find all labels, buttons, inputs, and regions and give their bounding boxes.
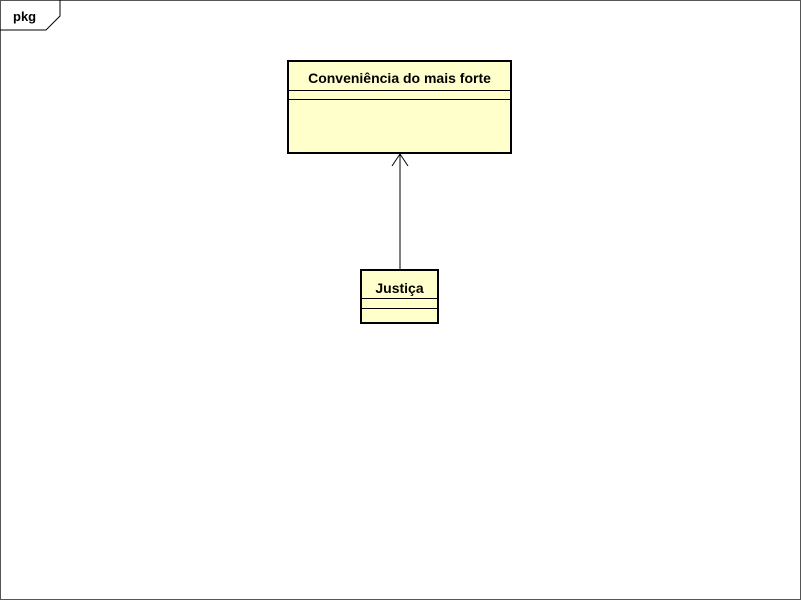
class-name: Justiça bbox=[375, 280, 424, 296]
package-label: pkg bbox=[13, 9, 37, 24]
class-name: Conveniência do mais forte bbox=[308, 70, 491, 86]
class-justica[interactable]: Justiça bbox=[360, 269, 439, 324]
operations-separator bbox=[289, 99, 510, 100]
package-tab bbox=[0, 0, 61, 31]
operations-separator bbox=[362, 308, 437, 309]
attributes-separator bbox=[289, 90, 510, 91]
attributes-separator bbox=[362, 298, 437, 299]
class-conveniencia-do-mais-forte[interactable]: Conveniência do mais forte bbox=[287, 60, 512, 154]
open-arrowhead bbox=[391, 153, 409, 167]
